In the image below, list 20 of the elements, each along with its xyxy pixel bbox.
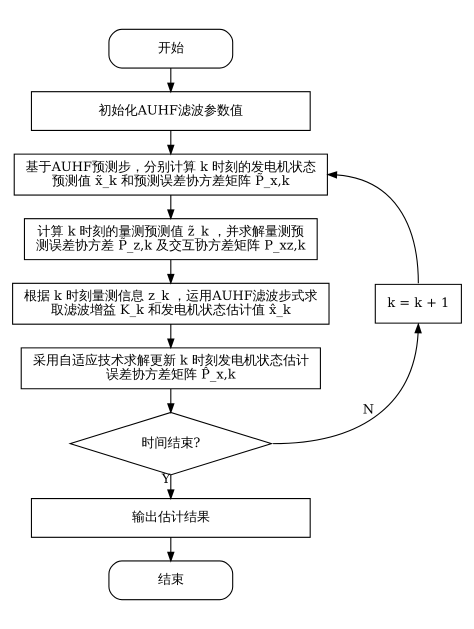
arrow [273, 322, 422, 444]
node-box: 结束 [108, 560, 234, 600]
arrow [167, 68, 175, 94]
node-box: 采用自适应技术求解更新 k 时刻发电机状态估计误差协方差矩阵 P̂_x,k [20, 347, 321, 390]
arrow [167, 474, 175, 500]
arrow [326, 171, 419, 284]
node-box: 开始 [108, 28, 234, 69]
node-box: 初始化AUHF滤波参数值 [30, 91, 311, 131]
arrow [167, 537, 175, 563]
node-box: 输出估计结果 [30, 498, 311, 538]
arrow [167, 130, 175, 156]
arrow [167, 195, 175, 220]
node-box: 基于AUHF预测步，分别计算 k 时刻的发电机状态预测值 x̃_k 和预测误差协方差矩阵 P̃_x,k [14, 154, 328, 196]
node-box: 根据 k 时刻量测信息 z_k ，运用AUHF滤波步式求取滤波增益 K_k 和发电机状态估计值 x̂_k [12, 282, 330, 325]
node-box: 计算 k 时刻的量测预测值 z̃_k ，并求解量测预测误差协方差 P̃_z,k 及交互协方差矩阵 P_xz,k [24, 218, 318, 260]
arrow [167, 260, 175, 285]
edge-label: N [362, 402, 374, 418]
node-box: k = k + 1 [374, 284, 462, 324]
arrow [167, 389, 175, 414]
arrow [167, 324, 175, 350]
